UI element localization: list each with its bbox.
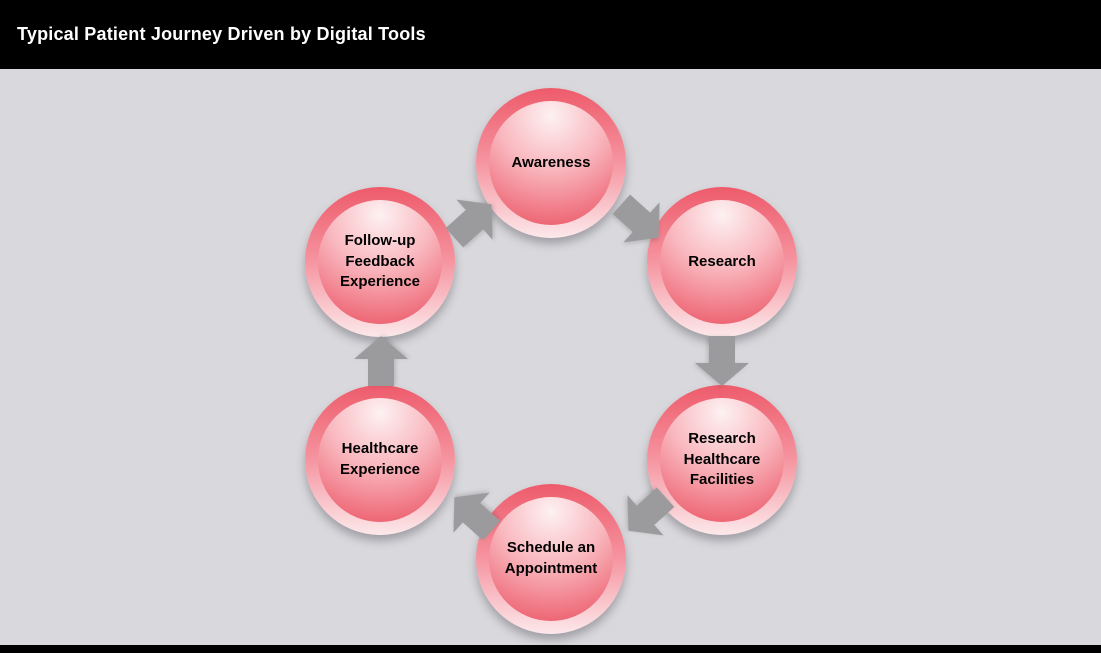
block-arrow-icon (354, 336, 408, 386)
node-label: Awareness (511, 153, 591, 171)
node-awareness-face: Awareness (489, 101, 613, 225)
arrow-awareness-to-research (603, 184, 678, 259)
node-research-face: Research (660, 200, 784, 324)
node-schedule-an-appointment: Schedule an Appointment (476, 484, 626, 634)
block-arrow-icon (445, 199, 493, 248)
block-arrow-icon (612, 194, 660, 243)
node-label: Research (688, 252, 756, 270)
node-schedule-an-appointment-face: Schedule an Appointment (489, 497, 613, 621)
node-label: Schedule an Appointment (504, 539, 598, 577)
arrow-followup-to-awareness (436, 184, 511, 259)
node-research-healthcare-facilities-face: Research Healthcare Facilities (660, 398, 784, 522)
node-healthcare-experience-face: Healthcare Experience (318, 398, 442, 522)
footer-bar (0, 645, 1101, 653)
node-research-healthcare-facilities: Research Healthcare Facilities (647, 385, 797, 535)
block-arrow-icon (695, 336, 749, 386)
node-label: Research Healthcare Facilities (683, 429, 761, 489)
title-bar: Typical Patient Journey Driven by Digita… (0, 0, 1101, 69)
block-arrow-icon (453, 492, 501, 541)
arrow-research-to-research-healthcare-facilities (695, 335, 749, 387)
node-follow-up-feedback-experience: Follow-up Feedback Experience (305, 187, 455, 337)
block-arrow-icon (627, 487, 675, 536)
arrow-healthcare-experience-to-followup (354, 335, 408, 387)
node-label: Follow-up Feedback Experience (339, 231, 421, 291)
node-follow-up-feedback-experience-face: Follow-up Feedback Experience (318, 200, 442, 324)
node-awareness: Awareness (476, 88, 626, 238)
node-research: Research (647, 187, 797, 337)
arrow-research-healthcare-facilities-to-schedule (610, 477, 685, 552)
arrow-schedule-to-healthcare-experience (436, 477, 511, 552)
node-label: Healthcare Experience (339, 440, 421, 478)
node-healthcare-experience: Healthcare Experience (305, 385, 455, 535)
page-title: Typical Patient Journey Driven by Digita… (17, 24, 426, 44)
